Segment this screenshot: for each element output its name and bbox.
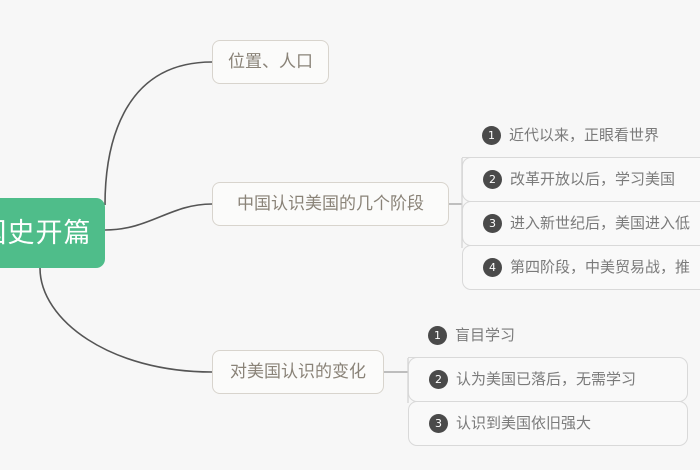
leaf-group-stages: 1 近代以来，正眼看世界 2 改革开放以后，学习美国 3 进入新世纪后，美国进入…	[462, 113, 700, 290]
connector-root-to-branch-1	[104, 203, 213, 231]
leaf-item[interactable]: 4 第四阶段，中美贸易战，推	[462, 245, 700, 290]
branch-node-stages-of-understanding[interactable]: 中国认识美国的几个阶段	[212, 182, 449, 226]
leaf-number-badge: 3	[483, 214, 502, 233]
leaf-label: 认识到美国依旧强大	[456, 414, 592, 432]
root-node[interactable]: 国史开篇	[0, 198, 105, 268]
root-node-label: 国史开篇	[0, 217, 92, 249]
leaf-number-badge: 3	[429, 414, 448, 433]
leaf-number-badge: 4	[483, 258, 502, 277]
leaf-item[interactable]: 2 改革开放以后，学习美国	[462, 157, 700, 202]
leaf-number-badge: 1	[482, 126, 501, 145]
leaf-item[interactable]: 2 认为美国已落后，无需学习	[408, 357, 688, 402]
leaf-item[interactable]: 1 盲目学习	[408, 313, 688, 358]
leaf-number-badge: 2	[483, 170, 502, 189]
leaf-item[interactable]: 1 近代以来，正眼看世界	[462, 113, 700, 158]
branch-node-position-population[interactable]: 位置、人口	[212, 40, 329, 84]
branch-node-changes-in-understanding[interactable]: 对美国认识的变化	[212, 350, 384, 394]
connector-root-to-branch-0	[104, 61, 213, 206]
leaf-label: 进入新世纪后，美国进入低	[510, 214, 691, 232]
leaf-label: 近代以来，正眼看世界	[509, 126, 660, 144]
branch-node-label: 对美国认识的变化	[230, 361, 366, 382]
leaf-number-badge: 2	[429, 370, 448, 389]
leaf-group-changes: 1 盲目学习 2 认为美国已落后，无需学习 3 认识到美国依旧强大	[408, 313, 688, 446]
branch-node-label: 中国认识美国的几个阶段	[237, 193, 424, 214]
leaf-item[interactable]: 3 进入新世纪后，美国进入低	[462, 201, 700, 246]
connector-root-to-branch-2	[39, 267, 213, 373]
leaf-label: 第四阶段，中美贸易战，推	[510, 258, 691, 276]
leaf-number-badge: 1	[428, 326, 447, 345]
leaf-item[interactable]: 3 认识到美国依旧强大	[408, 401, 688, 446]
leaf-label: 认为美国已落后，无需学习	[456, 370, 637, 388]
leaf-label: 盲目学习	[455, 326, 516, 344]
leaf-label: 改革开放以后，学习美国	[510, 170, 676, 188]
branch-node-label: 位置、人口	[228, 51, 313, 72]
